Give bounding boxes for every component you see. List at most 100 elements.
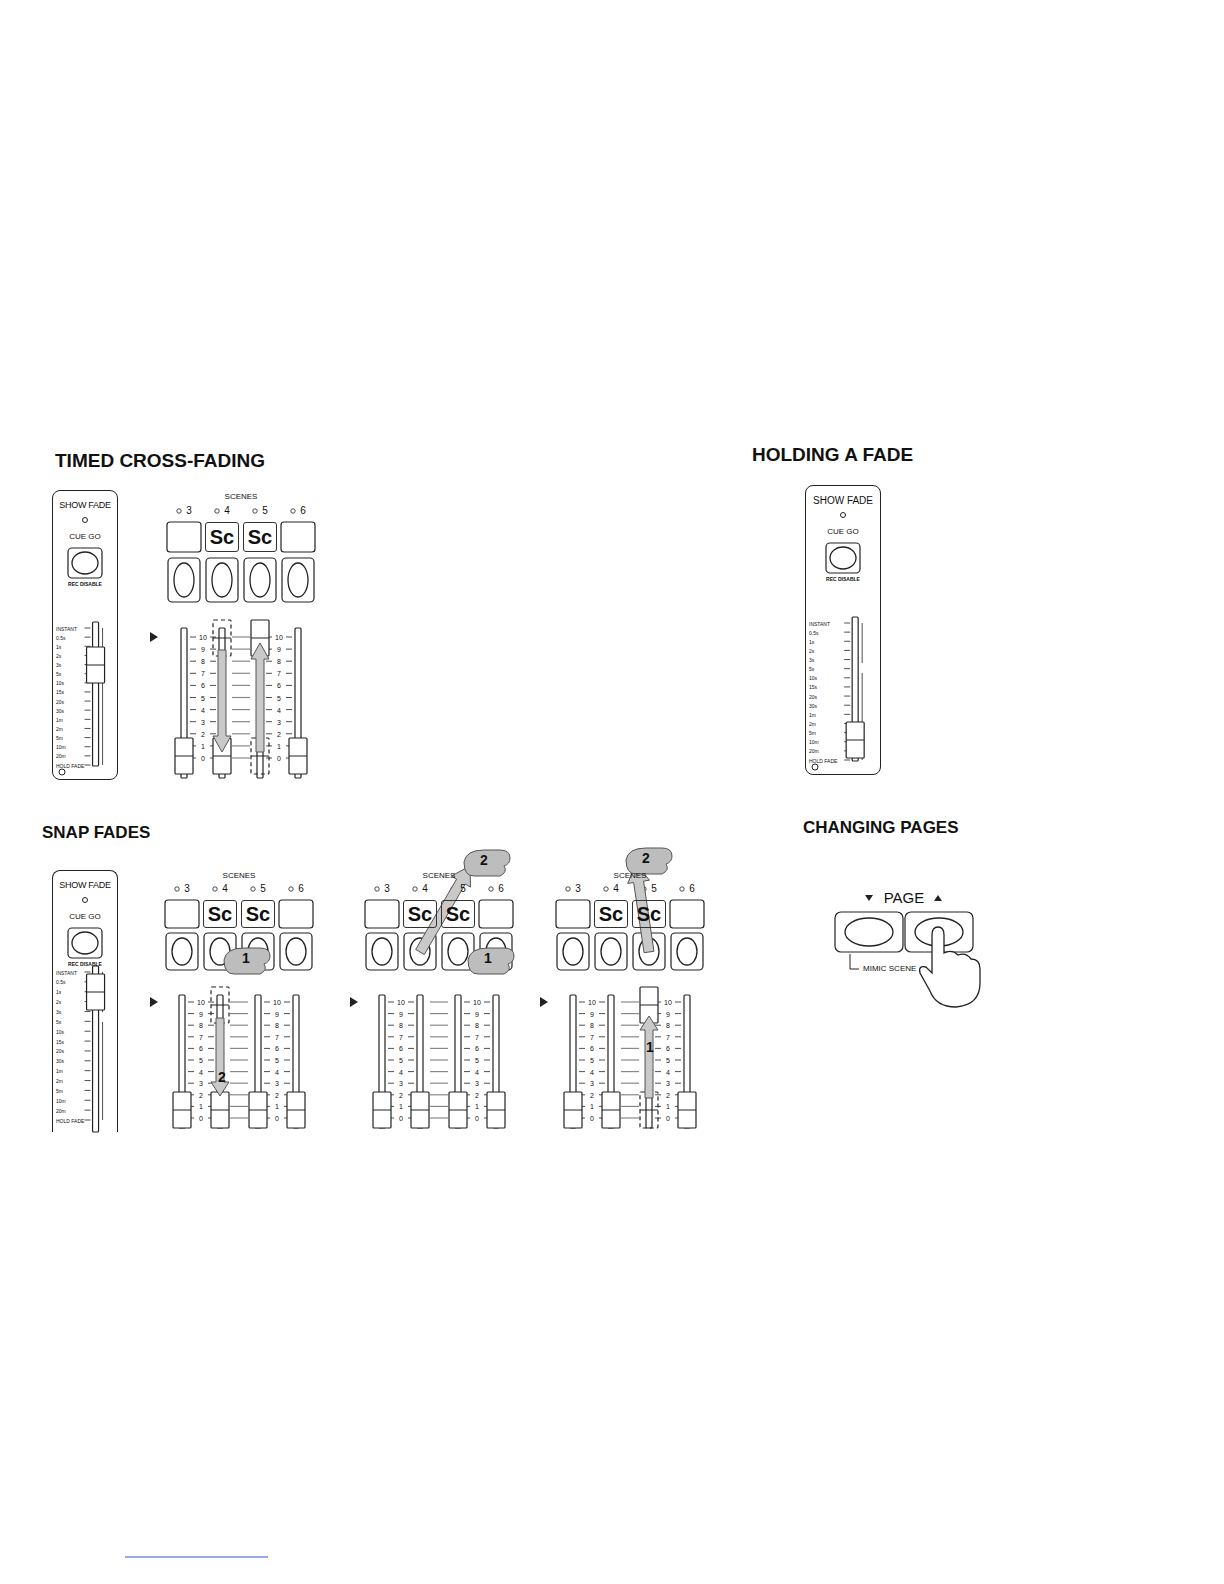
scale-tick bbox=[208, 1025, 214, 1026]
button-oval bbox=[830, 547, 856, 569]
fader-scale-number: 10 bbox=[274, 634, 284, 641]
scale-tick bbox=[579, 1083, 585, 1084]
scale-tick bbox=[232, 673, 250, 674]
time-scale-label: 20m bbox=[809, 749, 819, 754]
scale-tick bbox=[266, 661, 272, 662]
scale-tick bbox=[230, 1013, 248, 1014]
fader-scale-number: 1 bbox=[274, 1103, 280, 1110]
scale-tick bbox=[188, 1025, 194, 1026]
scale-tick bbox=[484, 1013, 490, 1014]
scale-tick bbox=[430, 1071, 448, 1072]
scale-tick bbox=[230, 1094, 248, 1095]
scenes-caption: SCENES bbox=[614, 872, 647, 880]
scene-label: Sc bbox=[632, 900, 666, 928]
scale-tick bbox=[284, 1071, 290, 1072]
scale-tick bbox=[230, 1106, 248, 1107]
time-scale-label: 5m bbox=[809, 731, 816, 736]
fader-scale-number: 8 bbox=[276, 658, 282, 665]
time-scale-label: 1s bbox=[56, 990, 61, 995]
knob-line bbox=[640, 1005, 658, 1006]
fader-scale-number: 3 bbox=[274, 1080, 280, 1087]
fader-scale-number: 9 bbox=[200, 646, 206, 653]
scene-number: 6 bbox=[689, 884, 695, 894]
scale-tick bbox=[388, 1048, 394, 1049]
scale-tick bbox=[85, 728, 91, 729]
knob-line bbox=[846, 740, 864, 741]
sequence-pointer bbox=[150, 632, 158, 642]
time-scale-label: INSTANT bbox=[56, 971, 77, 976]
fader-scale-number: 5 bbox=[198, 1057, 204, 1064]
scale-tick bbox=[599, 1083, 605, 1084]
knob-line bbox=[449, 1110, 467, 1111]
scene-label-box bbox=[556, 900, 590, 928]
scale-tick bbox=[190, 673, 196, 674]
scale-tick bbox=[85, 746, 91, 747]
fader-scale-number: 10 bbox=[663, 999, 673, 1006]
fader-scale-number: 9 bbox=[474, 1010, 480, 1017]
scene-number: 3 bbox=[575, 884, 581, 894]
scale-tick bbox=[579, 1060, 585, 1061]
scale-tick bbox=[408, 1060, 414, 1061]
fader-scale-number: 1 bbox=[589, 1103, 595, 1110]
scene-label-box bbox=[479, 900, 513, 928]
fader-knob bbox=[175, 738, 193, 774]
knob-line bbox=[211, 1005, 229, 1006]
scale-tick bbox=[286, 649, 292, 650]
scene-number: 4 bbox=[422, 884, 428, 894]
fader-scale-number: 10 bbox=[587, 999, 597, 1006]
fader-scale-number: 6 bbox=[589, 1045, 595, 1052]
scale-tick bbox=[210, 709, 216, 710]
movement-arrow bbox=[251, 643, 269, 752]
scale-tick bbox=[655, 1048, 661, 1049]
scale-tick bbox=[655, 1025, 661, 1026]
scale-tick bbox=[408, 1013, 414, 1014]
fader-scale-number: 9 bbox=[198, 1010, 204, 1017]
scenes-caption: SCENES bbox=[225, 493, 258, 501]
scale-tick bbox=[844, 659, 850, 660]
scale-tick bbox=[210, 661, 216, 662]
scale-tick bbox=[844, 686, 850, 687]
fader-scale-number: 8 bbox=[200, 658, 206, 665]
scale-tick bbox=[430, 1083, 448, 1084]
scale-tick bbox=[264, 1002, 270, 1003]
scale-tick bbox=[85, 755, 91, 756]
scale-tick bbox=[599, 1036, 605, 1037]
time-scale-label: 2m bbox=[809, 722, 816, 727]
callout-number: 1 bbox=[646, 1040, 654, 1054]
fader-knob bbox=[173, 1092, 191, 1128]
scale-tick bbox=[264, 1013, 270, 1014]
scale-tick bbox=[284, 1013, 290, 1014]
cue-go-button bbox=[68, 928, 102, 958]
scale-tick bbox=[85, 1090, 91, 1091]
fader-scale-number: 4 bbox=[474, 1068, 480, 1075]
scene-number: 6 bbox=[300, 506, 306, 516]
time-scale-label: INSTANT bbox=[56, 627, 77, 632]
up-triangle bbox=[934, 895, 942, 901]
led bbox=[59, 769, 65, 775]
scale-tick bbox=[844, 623, 850, 624]
panel-caption: SHOW FADE bbox=[813, 496, 873, 506]
scale-tick bbox=[621, 1094, 639, 1095]
scale-tick bbox=[844, 714, 850, 715]
time-scale-label: 5s bbox=[56, 672, 61, 677]
scale-tick bbox=[85, 719, 91, 720]
scale-tick bbox=[464, 1048, 470, 1049]
fader-scale-number: 2 bbox=[665, 1091, 671, 1098]
scene-button bbox=[671, 933, 703, 970]
panel-caption: REC DISABLE bbox=[68, 582, 102, 587]
scale-tick bbox=[675, 1048, 681, 1049]
scale-tick bbox=[85, 1080, 91, 1081]
button-oval bbox=[174, 563, 194, 597]
fader-scale-number: 5 bbox=[474, 1057, 480, 1064]
time-scale-label: 5m bbox=[56, 736, 63, 741]
scale-tick bbox=[188, 1083, 194, 1084]
scale-tick bbox=[621, 1059, 639, 1060]
scale-tick bbox=[388, 1002, 394, 1003]
scale-tick bbox=[599, 1013, 605, 1014]
fader-scale-number: 2 bbox=[398, 1091, 404, 1098]
fader-scale-number: 6 bbox=[198, 1045, 204, 1052]
time-scale-label: 1m bbox=[56, 718, 63, 723]
scene-label: Sc bbox=[205, 522, 239, 552]
scale-tick bbox=[621, 1106, 639, 1107]
